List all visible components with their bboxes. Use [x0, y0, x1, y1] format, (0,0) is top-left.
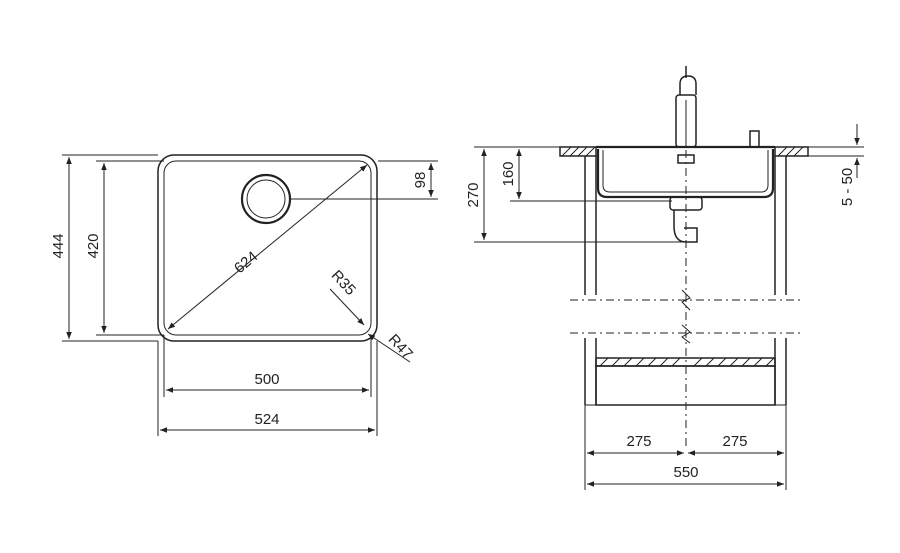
- dim-outer-radius-label: R47: [385, 331, 416, 363]
- dim-line-diagonal: [167, 164, 368, 330]
- dim-line-inner-radius: [329, 288, 365, 326]
- dim-drain-offset-label: 98: [412, 172, 429, 189]
- dim-inner-width-label: 500: [254, 371, 279, 388]
- dim-outer-width-label: 524: [254, 411, 279, 428]
- dim-inner-height-label: 420: [85, 233, 102, 258]
- drain-outer-circle: [240, 173, 292, 225]
- countertop-hatch: [561, 146, 804, 157]
- top-view: 444 420 98 624 R35 R47 500 524: [50, 154, 438, 436]
- waste-pipe: [673, 210, 698, 243]
- dim-total-depth-label: 270: [465, 182, 482, 207]
- soap-dispenser: [749, 130, 760, 148]
- dim-countertop-label: 5 - 50: [839, 168, 856, 206]
- dim-bowl-depth-label: 160: [500, 161, 517, 186]
- section-view: 270 160 5 - 50 275 275 550: [465, 66, 864, 490]
- dim-inner-radius-label: R35: [328, 267, 359, 299]
- drain-inner-circle: [246, 179, 286, 219]
- dim-line-outer-radius: [367, 333, 411, 363]
- dim-overall-height-label: 444: [50, 233, 67, 258]
- dim-half-right-label: 275: [722, 433, 747, 450]
- countertop-right: [774, 146, 809, 157]
- sink-outer-outline: [157, 154, 378, 342]
- dim-cabinet-width-label: 550: [673, 464, 698, 481]
- faucet-icon: [675, 66, 697, 148]
- sink-bowl-outline: [163, 160, 372, 336]
- dim-half-left-label: 275: [626, 433, 651, 450]
- shelf-hatch: [599, 357, 775, 367]
